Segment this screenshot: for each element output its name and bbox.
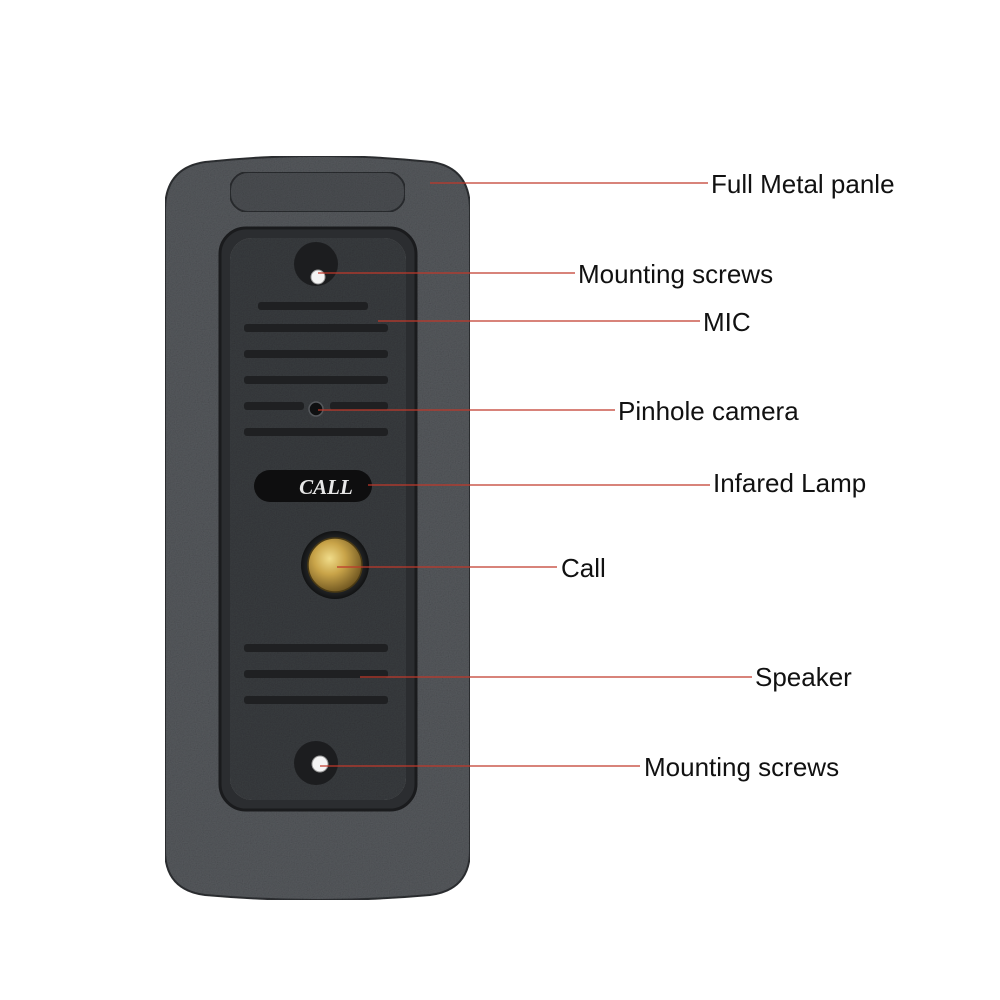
mic-grille	[244, 302, 388, 436]
top-screw-hole	[310, 269, 326, 285]
callout-label-speaker: Speaker	[755, 662, 852, 692]
callout-label-full-metal-panel: Full Metal panle	[711, 169, 895, 199]
callout-label-mounting-screw-bottom: Mounting screws	[644, 752, 840, 782]
call-button	[307, 537, 363, 593]
top-screw-recess	[294, 242, 338, 286]
leader-lines	[318, 182, 752, 767]
panel-top-slot	[229, 171, 406, 213]
speaker-grille	[244, 644, 388, 704]
callout-label-mounting-screw-top: Mounting screws	[578, 259, 774, 289]
callout-label-call: Call	[561, 553, 606, 583]
pinhole-camera-lens	[308, 401, 324, 417]
call-badge-text: CALL	[299, 475, 353, 499]
callout-label-mic: MIC	[703, 307, 751, 337]
call-badge	[254, 470, 372, 502]
callout-label-pinhole-camera: Pinhole camera	[618, 396, 799, 426]
callout-label-infrared-lamp: Infared Lamp	[713, 468, 867, 498]
bottom-screw-hole	[311, 755, 329, 773]
faceplate-inner	[230, 238, 406, 800]
